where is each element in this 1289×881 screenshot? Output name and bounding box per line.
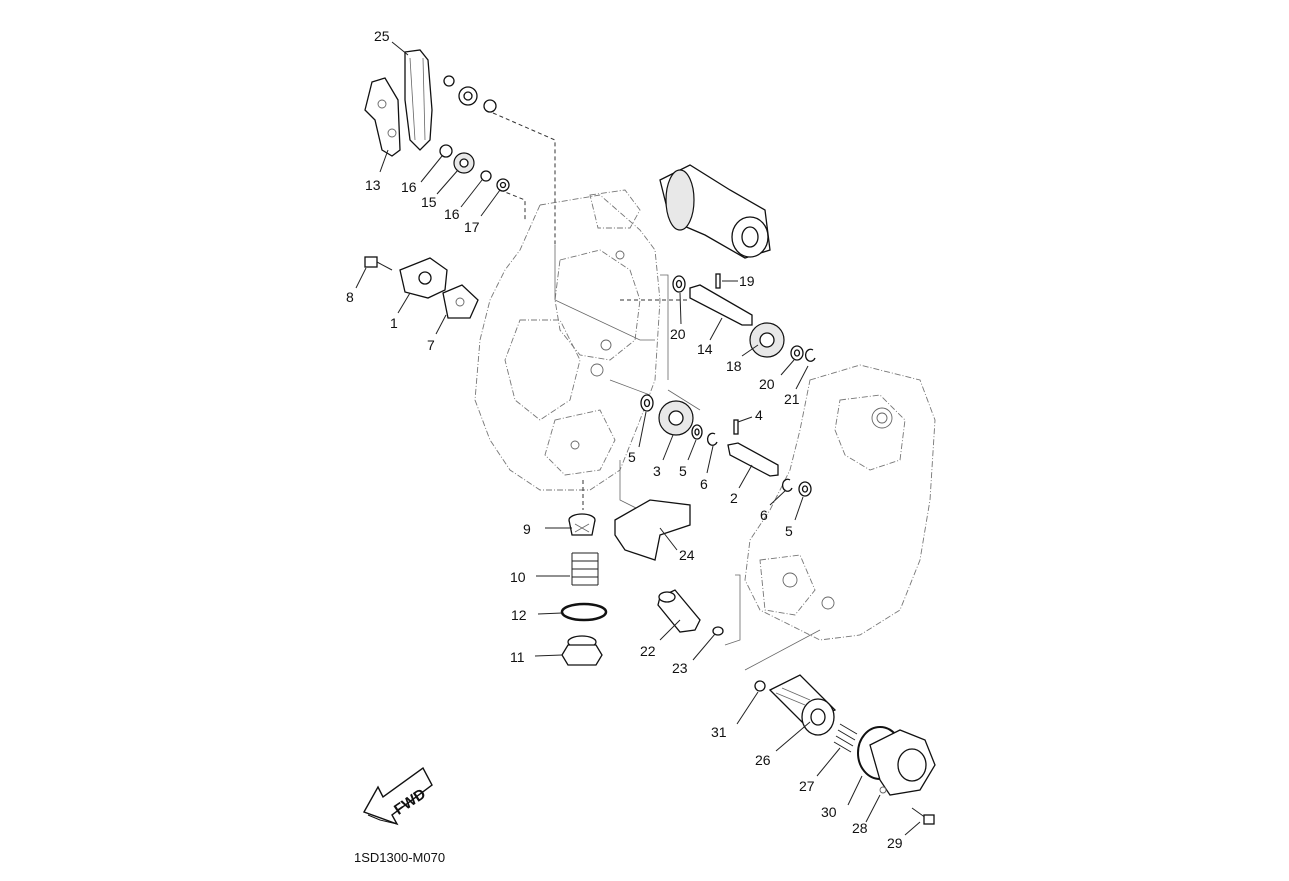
callout-1: 1	[390, 315, 398, 331]
left-crankcase	[474, 189, 661, 491]
callout-21: 21	[784, 391, 800, 407]
bolt-8	[364, 256, 393, 271]
callout-16: 16	[444, 206, 460, 222]
cam-chain	[404, 49, 433, 151]
assembly-lines	[492, 112, 821, 671]
callout-16: 16	[401, 179, 417, 195]
circlip-21	[804, 348, 816, 362]
callout-7: 7	[427, 337, 435, 353]
right-crankcase	[744, 364, 936, 641]
callout-5: 5	[628, 449, 636, 465]
callout-4: 4	[755, 407, 763, 423]
callout-13: 13	[365, 177, 381, 193]
callout-18: 18	[726, 358, 742, 374]
drive-sprocket-set	[443, 75, 497, 113]
drain-plug-11	[561, 635, 603, 666]
balancer-shaft-assembly	[659, 164, 771, 259]
callout-17: 17	[464, 219, 480, 235]
o-ring-23	[712, 626, 724, 636]
oil-filter-26	[768, 674, 837, 736]
callout-5: 5	[785, 523, 793, 539]
callout-leaders	[355, 41, 921, 836]
pin-4	[733, 419, 739, 435]
callout-14: 14	[697, 341, 713, 357]
washer-5-a	[640, 394, 654, 412]
callout-12: 12	[511, 607, 527, 623]
callout-20: 20	[759, 376, 775, 392]
shaft-14	[689, 284, 753, 326]
spring-27	[833, 723, 858, 753]
callout-19: 19	[739, 273, 755, 289]
gear-3	[658, 400, 694, 436]
o-ring-31	[754, 680, 766, 692]
callout-labels: 25 13 16 15 16 17 8 1 7 19 20 14 18 20 2…	[346, 28, 903, 851]
callout-11: 11	[510, 649, 525, 665]
callout-29: 29	[887, 835, 903, 851]
callout-25: 25	[374, 28, 390, 44]
washer-20-b	[790, 345, 804, 361]
callout-5: 5	[679, 463, 687, 479]
circlip-6-a	[706, 432, 718, 446]
circlip-16-a	[439, 144, 453, 158]
callout-28: 28	[852, 820, 868, 836]
oil-strainer-9	[568, 513, 596, 536]
chain-guide	[364, 77, 401, 157]
circlip-6-b	[781, 478, 793, 492]
callout-15: 15	[421, 194, 437, 210]
callout-30: 30	[821, 804, 837, 820]
callout-22: 22	[640, 643, 656, 659]
fwd-arrow-icon: FWD	[362, 766, 433, 826]
washer-5-c	[798, 481, 812, 497]
gear-18	[749, 322, 785, 358]
callout-6: 6	[700, 476, 708, 492]
sprocket-15	[453, 152, 475, 174]
washer-5-b	[691, 424, 703, 440]
callout-23: 23	[672, 660, 688, 676]
filter-cover-28	[869, 729, 936, 796]
diagram-code: 1SD1300-M070	[354, 850, 445, 865]
callout-27: 27	[799, 778, 815, 794]
callout-24: 24	[679, 547, 695, 563]
callout-6: 6	[760, 507, 768, 523]
bolt-29	[911, 807, 935, 825]
washer-17	[496, 178, 510, 192]
callout-10: 10	[510, 569, 526, 585]
shaft-2	[727, 442, 779, 477]
callout-9: 9	[523, 521, 531, 537]
relief-valve-22	[657, 589, 701, 633]
callout-3: 3	[653, 463, 661, 479]
baffle-plate-24	[614, 499, 691, 561]
callout-26: 26	[755, 752, 771, 768]
oil-pump	[399, 257, 448, 299]
callout-2: 2	[730, 490, 738, 506]
pin-19	[715, 273, 721, 289]
spring-10	[571, 552, 599, 586]
gasket-7	[442, 284, 479, 319]
callout-31: 31	[711, 724, 727, 740]
washer-20-a	[672, 275, 686, 293]
callout-8: 8	[346, 289, 354, 305]
o-ring-12	[560, 602, 608, 622]
callout-20: 20	[670, 326, 686, 342]
circlip-16-b	[480, 170, 492, 182]
